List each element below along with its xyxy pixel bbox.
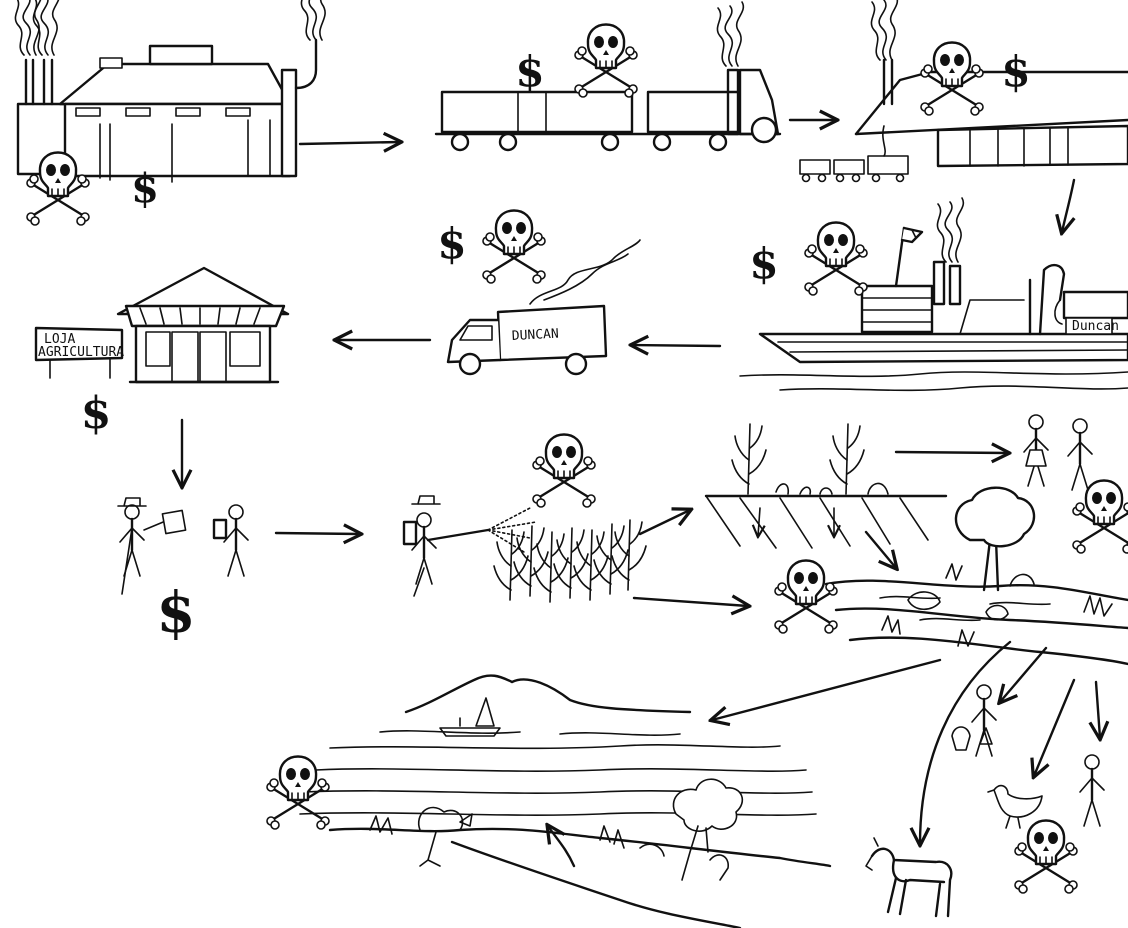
money-dollar-icon: $ xyxy=(1001,47,1030,96)
goat-drawing xyxy=(866,838,951,916)
poison-skull-icon xyxy=(1073,481,1128,554)
port-warehouse-drawing xyxy=(800,0,1128,182)
flow-arrow xyxy=(1034,680,1074,776)
money-dollar-icon: $ xyxy=(157,580,196,646)
villager-carrying-water-drawing xyxy=(952,685,996,756)
poison-skull-icon xyxy=(533,435,595,508)
chicken-drawing xyxy=(988,786,1042,828)
poison-skull-icon xyxy=(267,757,329,830)
flow-arrow xyxy=(1062,180,1074,232)
lake-scene-drawing xyxy=(300,676,830,928)
delivery-truck-drawing: DUNCAN xyxy=(448,240,640,374)
field-plot-drawing xyxy=(706,424,946,548)
tree-drawing xyxy=(956,488,1034,590)
money-dollar-icon: $ xyxy=(81,388,112,439)
flow-arrow xyxy=(300,142,400,144)
agriculture-shop-drawing: LOJA AGRICULTURA xyxy=(36,268,288,382)
flow-arrow xyxy=(1000,648,1046,702)
flow-arrow xyxy=(276,533,360,534)
villagers-drawing xyxy=(1024,415,1092,490)
cargo-ship-drawing: Duncan xyxy=(740,198,1128,390)
flow-arrow xyxy=(634,598,748,606)
poison-skull-icon xyxy=(575,25,637,98)
flow-arrow xyxy=(866,532,896,568)
farmer-spraying-drawing xyxy=(404,496,536,596)
maize-crop-drawing xyxy=(494,520,646,602)
flow-arrow xyxy=(712,660,940,720)
flow-arrow xyxy=(632,345,720,346)
poison-skull-icon xyxy=(775,561,837,634)
money-dollar-icon: $ xyxy=(437,219,466,268)
stream-drawing xyxy=(826,564,1128,664)
shop-sign-line2: AGRICULTURA xyxy=(38,345,124,360)
money-dollar-icon: $ xyxy=(131,165,159,212)
money-dollar-icon: $ xyxy=(515,47,544,96)
poison-skull-icon xyxy=(1015,821,1077,894)
flow-arrow xyxy=(640,510,690,534)
poison-skull-icon xyxy=(805,223,867,296)
poison-skull-icon xyxy=(483,211,545,284)
ship-name-label: Duncan xyxy=(1072,319,1119,334)
truck-name-label: DUNCAN xyxy=(511,327,559,344)
money-dollar-icon: $ xyxy=(749,239,778,288)
drinking-person-drawing xyxy=(1080,755,1104,826)
flow-arrow xyxy=(1096,682,1100,738)
flow-arrow xyxy=(896,452,1008,453)
poison-skull-icon xyxy=(921,43,983,116)
flow-arrow xyxy=(548,826,574,866)
